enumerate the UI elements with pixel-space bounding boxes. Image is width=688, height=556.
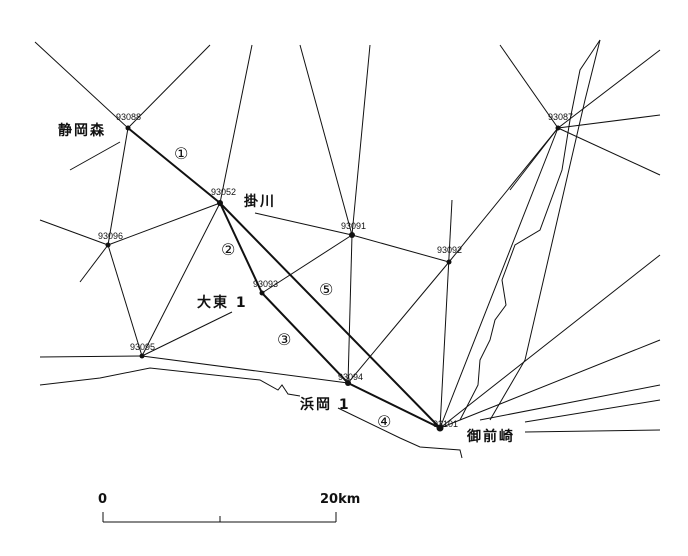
thick-routes [127,127,441,429]
coastline [39,39,601,459]
station-id: 93052 [211,187,237,197]
station-id: 93088 [116,112,142,122]
place-label: 掛川 [244,194,276,210]
place-label: 大東 1 [197,295,248,311]
scale-bar [102,512,337,523]
scale-end: 20km [320,492,361,507]
route-label-4: ④ [377,412,392,431]
place-label: 静岡森 [58,123,106,139]
thin-baselines [34,41,661,433]
station-id: 93087 [548,112,574,122]
station-id: 93092 [437,245,463,255]
scale-start: 0 [98,492,108,507]
route-label-5: ⑤ [319,280,334,299]
route-label-3: ③ [277,330,292,349]
station-id: 93095 [130,342,156,352]
place-label: 御前崎 [467,429,515,445]
station-id: 93096 [98,231,124,241]
station-id: 93093 [253,279,279,289]
route-label-1: ① [174,144,189,163]
station-id: 93094 [338,372,364,382]
place-label: 浜岡 1 [300,397,351,413]
route-label-2: ② [221,240,236,259]
station-id: 93101 [433,419,459,429]
station-id: 93091 [341,221,367,231]
station-markers [105,125,561,432]
